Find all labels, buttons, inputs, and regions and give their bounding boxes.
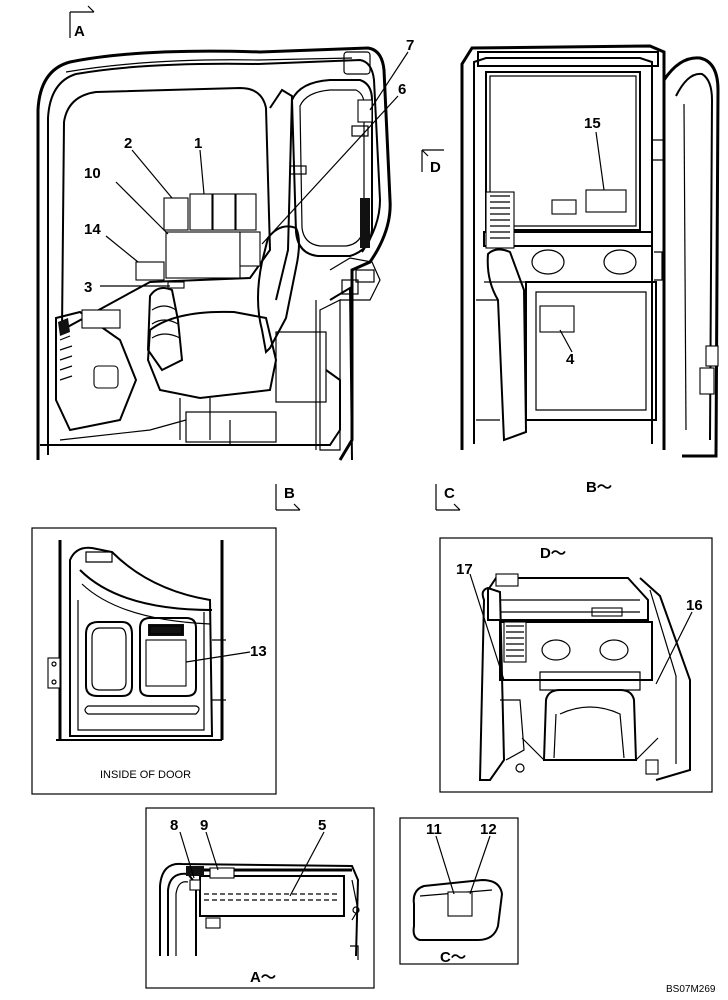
decal-14 bbox=[135, 261, 165, 281]
view-marker-a-label: A bbox=[74, 23, 85, 40]
view-marker-a: A bbox=[69, 5, 95, 40]
callout-5: 5 bbox=[318, 817, 326, 834]
decal-13 bbox=[145, 639, 187, 687]
callout-1: 1 bbox=[194, 135, 202, 152]
callout-15: 15 bbox=[584, 115, 601, 132]
view-c-console bbox=[412, 878, 504, 941]
view-b-label: B～ bbox=[586, 479, 612, 496]
rear-lower-panel bbox=[525, 281, 657, 421]
decal-2 bbox=[163, 197, 189, 231]
view-a: 8 9 5 A～ bbox=[145, 807, 375, 989]
door-caption: INSIDE OF DOOR bbox=[100, 769, 191, 781]
view-d: D～ 17 16 bbox=[439, 537, 713, 793]
callout-9: 9 bbox=[200, 817, 208, 834]
callout-8: 8 bbox=[170, 817, 178, 834]
cab-outer-frame bbox=[36, 46, 392, 461]
decal-9 bbox=[209, 867, 235, 879]
view-marker-b: B bbox=[275, 484, 301, 511]
decal-1-a bbox=[189, 193, 213, 231]
decal-10 bbox=[165, 231, 241, 279]
reference-code: BS07M269 bbox=[666, 984, 716, 995]
decal-15 bbox=[585, 189, 627, 213]
callout-11: 11 bbox=[426, 821, 442, 838]
main-cab-view: A bbox=[36, 5, 461, 511]
callout-12: 12 bbox=[480, 821, 497, 838]
view-c: 11 12 C～ bbox=[399, 817, 519, 966]
decal-8 bbox=[189, 879, 201, 891]
decal-1-c bbox=[235, 193, 257, 231]
view-marker-d-label: D bbox=[430, 159, 441, 176]
front-window bbox=[60, 86, 272, 332]
callout-3: 3 bbox=[84, 279, 92, 296]
view-c-label: C～ bbox=[440, 949, 466, 966]
view-b-rear: D 15 4 B～ bbox=[421, 44, 720, 496]
callout-17: 17 bbox=[456, 561, 473, 578]
operator-seat bbox=[257, 225, 300, 355]
callout-7: 7 bbox=[406, 37, 414, 54]
decal-11-12 bbox=[447, 891, 473, 917]
view-d-label: D～ bbox=[540, 545, 566, 562]
decal-3 bbox=[167, 281, 185, 289]
view-marker-b-label: B bbox=[284, 485, 295, 502]
side-window bbox=[290, 79, 373, 257]
inside-of-door-view: 13 INSIDE OF DOOR bbox=[31, 527, 277, 795]
rear-window bbox=[485, 71, 641, 231]
view-marker-c-label: C bbox=[444, 485, 455, 502]
callout-6: 6 bbox=[398, 81, 406, 98]
callout-2: 2 bbox=[124, 135, 132, 152]
callout-14: 14 bbox=[84, 221, 101, 238]
decal-4 bbox=[539, 305, 575, 333]
view-a-label: A～ bbox=[250, 969, 276, 986]
callout-13: 13 bbox=[250, 643, 267, 660]
decal-1-b bbox=[212, 193, 236, 231]
view-marker-c: C bbox=[435, 484, 461, 511]
control-lever bbox=[146, 287, 184, 372]
callout-16: 16 bbox=[686, 597, 703, 614]
callout-10: 10 bbox=[84, 165, 101, 182]
view-marker-d: D bbox=[421, 149, 444, 176]
callout-4: 4 bbox=[566, 351, 575, 368]
window-decal bbox=[81, 309, 121, 329]
